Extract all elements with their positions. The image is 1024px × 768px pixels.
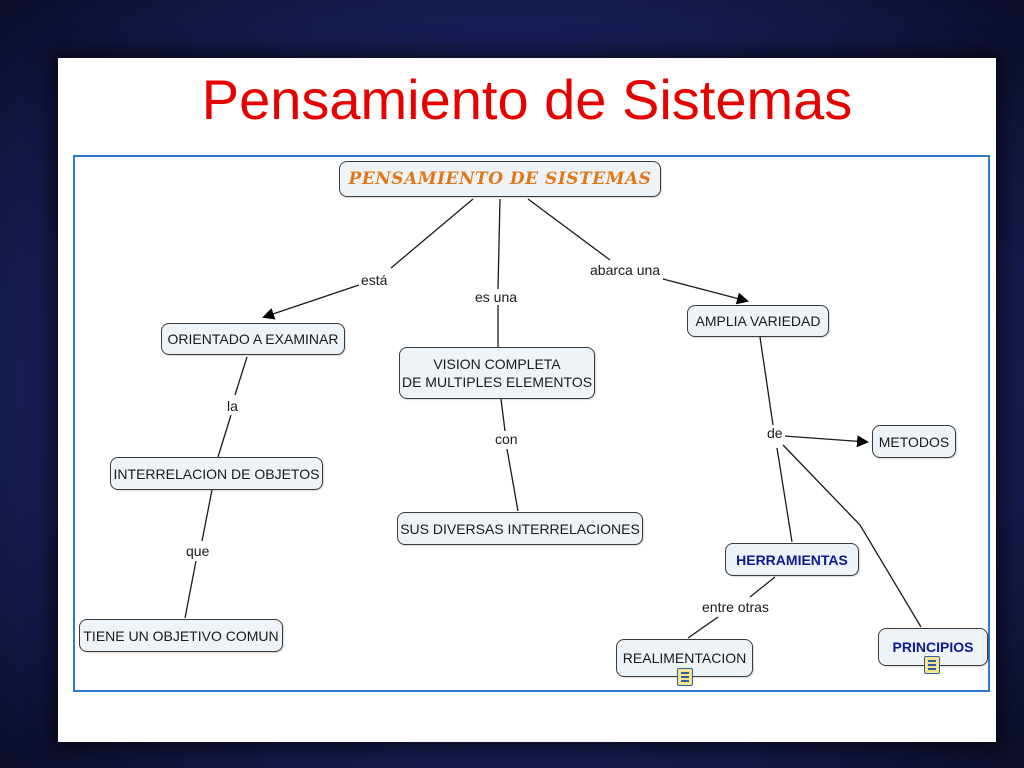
node-pensamiento-de-sistemas[interactable]: PENSAMIENTO DE SISTEMAS bbox=[339, 161, 661, 197]
node-amplia-variedad[interactable]: AMPLIA VARIEDAD bbox=[687, 305, 829, 337]
line-esta-orientado bbox=[262, 284, 360, 320]
link-label-de: de bbox=[765, 425, 785, 441]
concept-map: PENSAMIENTO DE SISTEMAS ORIENTADO A EXAM… bbox=[73, 155, 990, 692]
node-sus-diversas-interrelaciones[interactable]: SUS DIVERSAS INTERRELACIONES bbox=[397, 512, 643, 545]
line-root-esuna bbox=[497, 198, 501, 290]
line-amplia-de bbox=[759, 336, 774, 426]
line-entreotras-realimentacion bbox=[687, 616, 719, 639]
line-vision-con bbox=[500, 398, 506, 432]
line-root-abarca bbox=[527, 198, 611, 261]
link-label-entre-otras: entre otras bbox=[700, 599, 771, 615]
node-tiene-un-objetivo-comun[interactable]: TIENE UN OBJETIVO COMUN bbox=[79, 619, 283, 652]
link-label-que: que bbox=[184, 543, 212, 559]
document-icon[interactable] bbox=[924, 656, 940, 674]
line-root-esta bbox=[390, 198, 474, 269]
line-de-metodos bbox=[783, 435, 869, 448]
link-label-esta: está bbox=[359, 272, 390, 288]
line-de-principios bbox=[782, 444, 922, 628]
link-label-con: con bbox=[493, 431, 520, 447]
node-interrelacion-de-objetos[interactable]: INTERRELACION DE OBJETOS bbox=[110, 457, 323, 490]
node-orientado-a-examinar[interactable]: ORIENTADO A EXAMINAR bbox=[161, 323, 345, 355]
line-con-sus bbox=[506, 448, 519, 512]
node-vision-completa[interactable]: VISION COMPLETA DE MULTIPLES ELEMENTOS bbox=[399, 347, 595, 399]
node-vision-line1: VISION COMPLETA bbox=[433, 356, 561, 372]
node-principios[interactable]: PRINCIPIOS bbox=[878, 628, 988, 666]
connector-lines bbox=[184, 198, 922, 639]
line-la-interrelacion bbox=[217, 414, 232, 458]
line-interrelacion-que bbox=[201, 489, 213, 542]
slide-title: Pensamiento de Sistemas bbox=[201, 68, 853, 131]
node-vision-line2: DE MULTIPLES ELEMENTOS bbox=[401, 374, 593, 390]
link-label-abarca-una: abarca una bbox=[588, 262, 663, 278]
document-icon[interactable] bbox=[677, 668, 693, 686]
node-metodos[interactable]: METODOS bbox=[872, 425, 956, 458]
line-herramientas-entreotras bbox=[749, 576, 776, 598]
line-de-herramientas bbox=[776, 447, 793, 543]
link-label-es-una: es una bbox=[473, 289, 520, 305]
line-abarca-amplia bbox=[662, 278, 749, 305]
line-orientado-la bbox=[234, 356, 248, 396]
link-label-la: la bbox=[225, 398, 240, 414]
node-herramientas[interactable]: HERRAMIENTAS bbox=[725, 543, 859, 576]
line-que-tiene bbox=[184, 560, 197, 619]
